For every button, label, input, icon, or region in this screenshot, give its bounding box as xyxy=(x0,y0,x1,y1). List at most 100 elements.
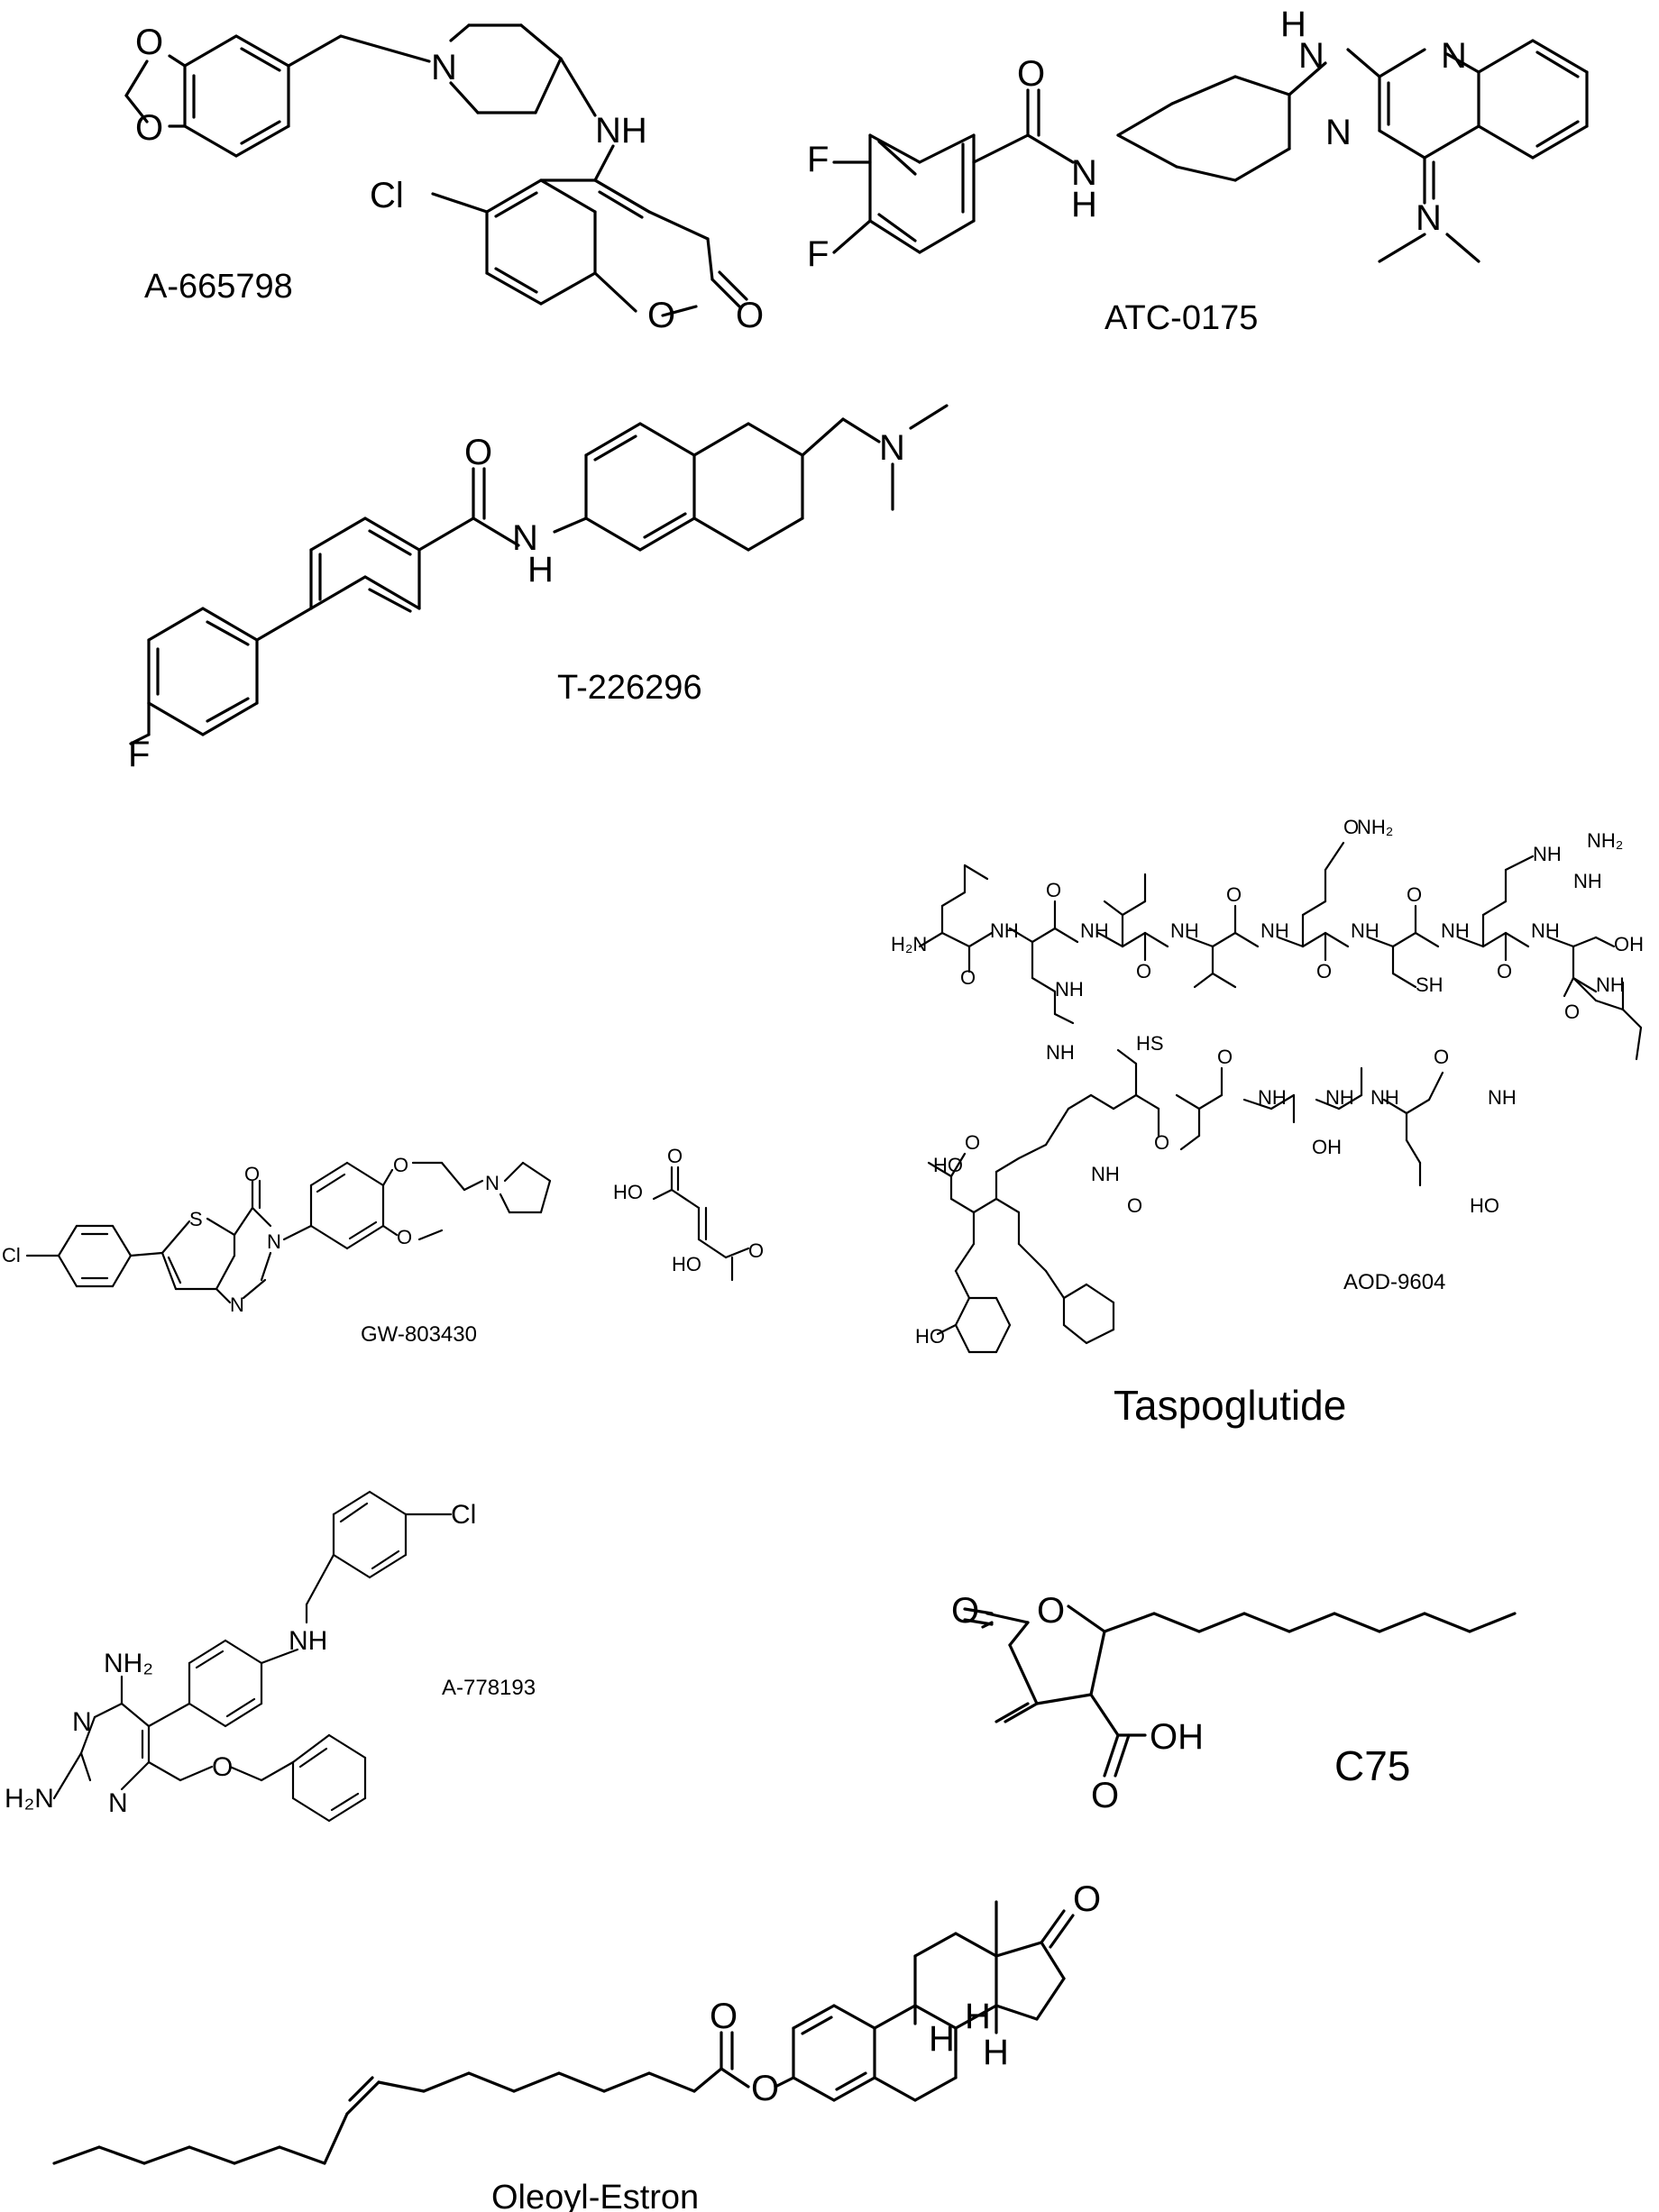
atom-n: N xyxy=(1325,113,1352,152)
atom-o: O xyxy=(960,966,976,989)
structure-t226296: O N H N F T-226296 xyxy=(128,406,947,774)
atom-nh: NH xyxy=(1046,1041,1075,1064)
atom-nh: NH xyxy=(1080,919,1109,942)
atom-cl: Cl xyxy=(370,176,404,215)
atom-o: O xyxy=(393,1154,408,1176)
structure-oleoyl-estron: O O O H H H Oleoyl-Estron xyxy=(54,1879,1101,2212)
atom-o: O xyxy=(748,1239,764,1262)
compound-label-taspoglutide: Taspoglutide xyxy=(1114,1382,1346,1429)
atom-o: O xyxy=(135,23,163,62)
compound-label-c75: C75 xyxy=(1334,1742,1410,1789)
atom-cl: Cl xyxy=(451,1500,476,1530)
atom-nh: NH xyxy=(1260,919,1289,942)
atom-nh2: NH₂ xyxy=(1587,829,1623,852)
atom-s: S xyxy=(189,1208,203,1230)
atom-nh: NH xyxy=(1573,870,1602,892)
atom-nh: NH xyxy=(1533,843,1562,865)
compound-label-a778193: A-778193 xyxy=(442,1676,536,1700)
atom-o: O xyxy=(1407,883,1422,906)
atom-o: O xyxy=(464,433,492,472)
structure-a778193: Cl NH NH₂ N N H₂N O A-778193 xyxy=(5,1492,536,1821)
atom-n: N xyxy=(879,428,905,468)
atom-n: N xyxy=(108,1788,128,1818)
atom-h: H xyxy=(527,550,554,590)
atom-n: N xyxy=(485,1172,500,1194)
atom-f: F xyxy=(807,140,829,179)
atom-hs: HS xyxy=(1136,1032,1164,1055)
atom-nh: NH xyxy=(1596,973,1625,996)
atom-o: O xyxy=(1017,54,1045,94)
atom-n: N xyxy=(1416,198,1442,238)
atom-nh: NH xyxy=(1325,1086,1354,1109)
atom-o: O xyxy=(736,296,764,335)
atom-h: H xyxy=(1071,185,1097,224)
atom-o: O xyxy=(1136,960,1151,983)
atom-n: N xyxy=(431,48,457,87)
atom-o: O xyxy=(1217,1046,1233,1068)
atom-ho: HO xyxy=(613,1181,643,1203)
structure-aod9604: H₂N NH O O NH O NH O NH O O NH₂ NH O SH … xyxy=(891,816,1644,1429)
compound-label-t226296: T-226296 xyxy=(557,669,702,707)
atom-o: O xyxy=(1154,1131,1169,1154)
atom-o: O xyxy=(244,1163,260,1185)
atom-ho: HO xyxy=(672,1253,701,1275)
atom-nh2: NH₂ xyxy=(1357,816,1393,838)
atom-o: O xyxy=(710,1997,738,2036)
structure-gw803430: Cl S O N N O N O HO O HO O GW-803430 xyxy=(2,1145,764,1347)
atom-h2n: H₂N xyxy=(5,1784,54,1814)
atom-o: O xyxy=(965,1131,980,1154)
atom-oh: OH xyxy=(1150,1717,1204,1757)
compound-label-aod9604: AOD-9604 xyxy=(1343,1270,1445,1294)
atom-o: O xyxy=(647,296,675,335)
atom-o: O xyxy=(1497,960,1512,983)
compound-label-oleoyl-estron: Oleoyl-Estron xyxy=(491,2179,699,2212)
atom-o: O xyxy=(951,1591,979,1631)
structure-a665798: O O N NH Cl O O A-665798 xyxy=(126,23,764,335)
atom-sh: SH xyxy=(1416,973,1444,996)
atom-nh: NH xyxy=(1055,978,1084,1001)
atom-n: N xyxy=(1441,36,1467,76)
atom-oh: OH xyxy=(1614,933,1644,955)
atom-h: H xyxy=(929,2019,955,2059)
atom-n: N xyxy=(267,1230,281,1253)
atom-nh: NH xyxy=(990,919,1019,942)
atom-o: O xyxy=(1091,1776,1119,1815)
compound-label-gw803430: GW-803430 xyxy=(361,1322,477,1347)
atom-o: O xyxy=(212,1752,233,1782)
atom-nh2: NH₂ xyxy=(104,1649,153,1678)
atom-o: O xyxy=(397,1226,412,1248)
atom-nh: NH xyxy=(1370,1086,1399,1109)
atom-oh: OH xyxy=(1312,1136,1342,1158)
atom-o: O xyxy=(667,1145,683,1167)
atom-n: N xyxy=(230,1293,244,1316)
structure-atc0175: H N N N N O N H F F ATC-0175 xyxy=(807,5,1587,337)
structure-c75: O O OH O C75 xyxy=(951,1591,1515,1815)
atom-f: F xyxy=(128,735,150,774)
atom-o: O xyxy=(1037,1591,1065,1631)
atom-o: O xyxy=(1046,879,1061,901)
atom-nh: NH xyxy=(289,1626,327,1656)
atom-o: O xyxy=(1073,1879,1101,1919)
atom-nh: NH xyxy=(1531,919,1560,942)
atom-h: H xyxy=(983,2033,1009,2072)
atom-o: O xyxy=(751,2069,779,2108)
atom-ho: HO xyxy=(1470,1194,1499,1217)
atom-nh: NH xyxy=(1170,919,1199,942)
atom-ho: HO xyxy=(933,1154,963,1176)
atom-h2n: H₂N xyxy=(891,933,927,955)
atom-nh: NH xyxy=(1488,1086,1517,1109)
compound-label-a665798: A-665798 xyxy=(144,268,293,306)
atom-n: N xyxy=(1298,36,1324,76)
compound-label-atc0175: ATC-0175 xyxy=(1104,299,1258,337)
atom-o: O xyxy=(1316,960,1332,983)
atom-n: N xyxy=(72,1707,92,1737)
atom-nh: NH xyxy=(1258,1086,1287,1109)
atom-nh: NH xyxy=(1441,919,1470,942)
atom-nh: NH xyxy=(595,111,647,151)
atom-o: O xyxy=(1564,1001,1580,1023)
atom-o: O xyxy=(135,108,163,148)
atom-o: O xyxy=(1226,883,1242,906)
atom-h: H xyxy=(965,1997,991,2036)
atom-ho: HO xyxy=(915,1325,945,1348)
